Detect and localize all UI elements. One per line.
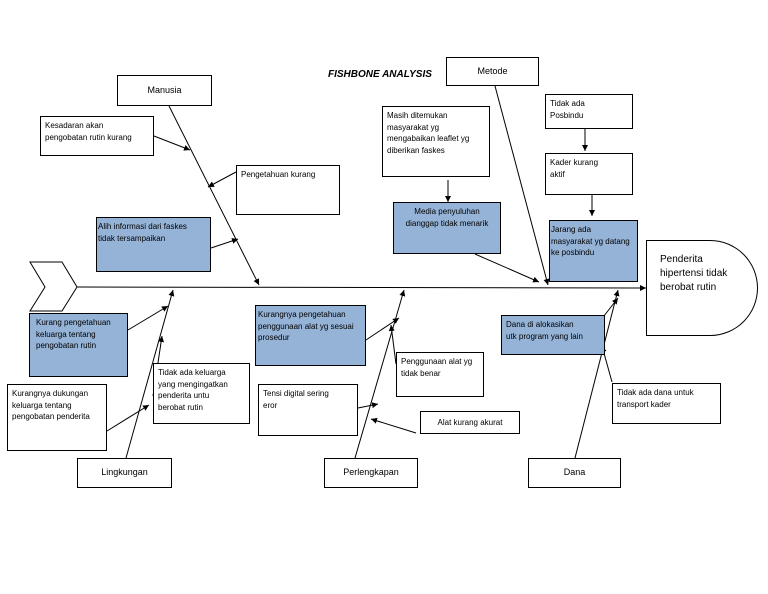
- cause-kader-kurang-aktif: Kader kurang aktif: [545, 153, 633, 195]
- cause-alih-informasi: Alih informasi dari faskes tidak tersamp…: [96, 217, 211, 272]
- cause-masih-ditemukan: Masih ditemukan masyarakat yg mengabaika…: [382, 106, 490, 177]
- category-lingkungan: Lingkungan: [77, 458, 172, 488]
- cause-tidak-ada-posbindu: Tidak ada Posbindu: [545, 94, 633, 129]
- category-dana: Dana: [528, 458, 621, 488]
- diagram-title: FISHBONE ANALYSIS: [328, 69, 432, 80]
- cause-pengetahuan: Pengetahuan kurang: [236, 165, 340, 215]
- cause-kurang-pengetahuan-keluarga: Kurang pengetahuan keluarga tentang peng…: [29, 313, 128, 377]
- problem-head: Penderita hipertensi tidak berobat rutin: [646, 240, 758, 336]
- cause-tidak-ada-keluarga: Tidak ada keluarga yang mengingatkan pen…: [153, 363, 250, 424]
- cause-tensi-digital: Tensi digital sering eror: [258, 384, 358, 436]
- cause-tidak-ada-dana-transport: Tidak ada dana untuk transport kader: [612, 383, 721, 424]
- cause-media-penyuluhan: Media penyuluhan dianggap tidak menarik: [393, 202, 501, 254]
- spine: [76, 284, 647, 291]
- cause-dana-dialokasikan: Dana di alokasikan utk program yang lain: [501, 315, 605, 355]
- cause-kurangnya-pengetahuan-alat: Kurangnya pengetahuan penggunaan alat yg…: [255, 305, 366, 366]
- cause-kurangnya-dukungan: Kurangnya dukungan keluarga tentang peng…: [7, 384, 107, 451]
- category-manusia: Manusia: [117, 75, 212, 106]
- cause-jarang-ke-posbindu: Jarang ada masyarakat yg datang ke posbi…: [549, 220, 638, 282]
- category-metode: Metode: [446, 57, 539, 86]
- bone-lingkungan: [125, 289, 175, 459]
- cause-alat-kurang-akurat: Alat kurang akurat: [420, 411, 520, 434]
- tail-chevron: [29, 261, 78, 312]
- cause-kesadaran: Kesadaran akan pengobatan rutin kurang: [40, 116, 154, 156]
- bone-dana: [574, 289, 620, 459]
- bone-metode: [494, 85, 550, 286]
- category-perlengkapan: Perlengkapan: [324, 458, 418, 488]
- bone-manusia: [168, 105, 260, 286]
- cause-penggunaan-alat: Penggunaan alat yg tidak benar: [396, 352, 484, 397]
